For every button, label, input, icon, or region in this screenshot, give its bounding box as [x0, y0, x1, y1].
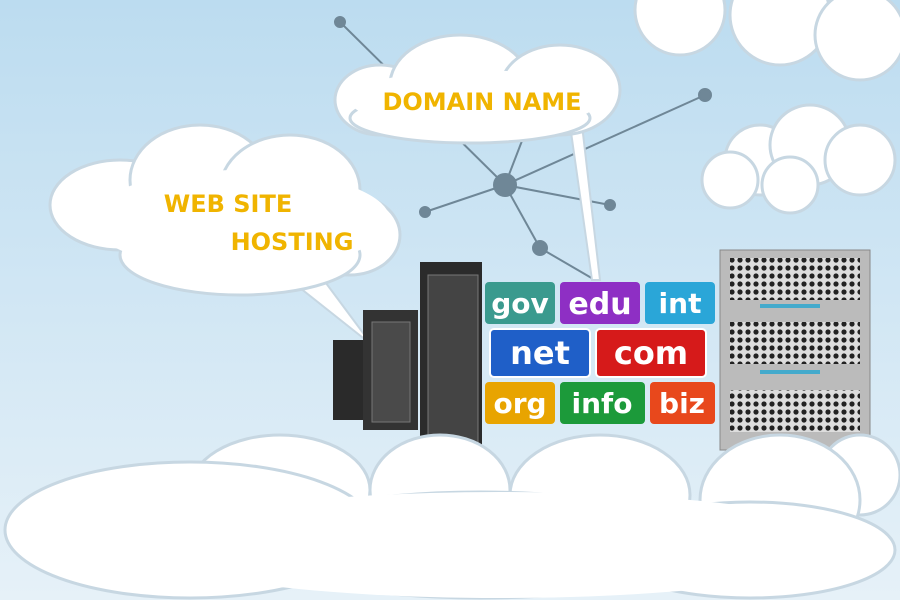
sign-net: net [510, 334, 570, 372]
cloud-right [700, 103, 897, 215]
web-site-label: WEB SITE [164, 190, 293, 218]
rack-server [719, 249, 871, 451]
cloud-top-right [633, 0, 900, 82]
sign-org: org [493, 387, 546, 420]
sign-edu: edu [568, 287, 631, 322]
sign-info: info [572, 387, 633, 420]
web-hosting-cloud: WEB SITE HOSTING [48, 123, 402, 346]
hosting-label: HOSTING [231, 228, 354, 256]
server-towers [333, 262, 482, 462]
network-graph [334, 16, 712, 281]
sign-int: int [659, 287, 702, 320]
sign-gov: gov [491, 287, 549, 320]
domain-name-cloud: DOMAIN NAME [333, 33, 622, 281]
sign-biz: biz [659, 387, 705, 420]
domain-signs: gov edu int net com org info biz [485, 282, 715, 424]
sign-com: com [614, 334, 688, 372]
cloud-fill [140, 492, 860, 598]
domain-name-label: DOMAIN NAME [382, 88, 581, 116]
